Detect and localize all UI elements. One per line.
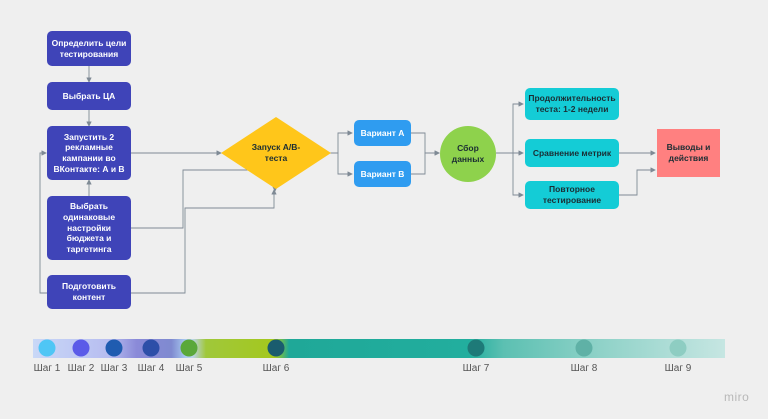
variant-b-node[interactable]: Вариант В bbox=[354, 161, 411, 187]
timeline-dot-1 bbox=[38, 339, 56, 357]
variant-a-node-label: Вариант А bbox=[360, 127, 405, 138]
timeline-dot-7 bbox=[467, 339, 485, 357]
retest-node-label: Повторное тестирование bbox=[542, 184, 602, 205]
timeline-step-label-8: Шаг 8 bbox=[570, 363, 598, 374]
timeline-step-label-7: Шаг 7 bbox=[462, 363, 490, 374]
audience-node-label: Выбрать ЦА bbox=[62, 90, 116, 101]
conclusions-node[interactable]: Выводы и действия bbox=[657, 129, 720, 177]
timeline-dot-5 bbox=[180, 339, 198, 357]
data-collection-node[interactable]: Сбор данных bbox=[440, 126, 496, 182]
goals-node-label: Определить цели тестирования bbox=[51, 37, 127, 59]
variant-a-node[interactable]: Вариант А bbox=[354, 120, 411, 146]
conclusions-node-label: Выводы и действия bbox=[666, 142, 711, 163]
timeline-bar bbox=[33, 339, 725, 358]
timeline-step-label-6: Шаг 6 bbox=[262, 363, 290, 374]
timeline-step-label-4: Шаг 4 bbox=[137, 363, 165, 374]
same-settings-node[interactable]: Выбрать одинаковые настройки бюджета и т… bbox=[47, 196, 131, 260]
timeline-dot-2 bbox=[72, 339, 90, 357]
timeline-step-label-9: Шаг 9 bbox=[664, 363, 692, 374]
duration-node-label: Продолжительность теста: 1-2 недели bbox=[528, 93, 616, 114]
timeline-step-label-3: Шаг 3 bbox=[100, 363, 128, 374]
miro-logo: miro bbox=[724, 390, 750, 404]
timeline-step-label-2: Шаг 2 bbox=[67, 363, 95, 374]
timeline-dot-8 bbox=[575, 339, 593, 357]
content-node-label: Подготовить контент bbox=[61, 281, 117, 302]
content-node[interactable]: Подготовить контент bbox=[47, 275, 131, 309]
timeline-step-label-5: Шаг 5 bbox=[175, 363, 203, 374]
timeline-dot-3 bbox=[105, 339, 123, 357]
ab-launch-label: Запуск А/В-теста bbox=[251, 142, 301, 163]
ab-test-diamond[interactable] bbox=[221, 117, 331, 189]
timeline-dot-4 bbox=[142, 339, 160, 357]
edge-variantb-data bbox=[411, 150, 440, 175]
audience-node[interactable]: Выбрать ЦА bbox=[47, 82, 131, 110]
same-settings-node-label: Выбрать одинаковые настройки бюджета и т… bbox=[62, 201, 116, 254]
goals-node[interactable]: Определить цели тестирования bbox=[47, 31, 131, 66]
duration-node[interactable]: Продолжительность теста: 1-2 недели bbox=[525, 88, 619, 120]
data-collection-node-label: Сбор данных bbox=[451, 143, 485, 164]
variant-b-node-label: Вариант В bbox=[360, 168, 405, 179]
edge-content-ab bbox=[131, 189, 277, 294]
timeline-dot-6 bbox=[267, 339, 285, 357]
compare-metrics-node-label: Сравнение метрик bbox=[532, 147, 612, 158]
edge-retest-conclusions bbox=[619, 167, 656, 196]
launch-campaigns-node-label: Запустить 2 рекламные кампании во ВКонта… bbox=[53, 131, 125, 174]
launch-campaigns-node[interactable]: Запустить 2 рекламные кампании во ВКонта… bbox=[47, 126, 131, 180]
compare-metrics-node[interactable]: Сравнение метрик bbox=[525, 139, 619, 167]
retest-node[interactable]: Повторное тестирование bbox=[525, 181, 619, 209]
edge-data-retest bbox=[496, 152, 524, 198]
timeline-step-label-1: Шаг 1 bbox=[33, 363, 61, 374]
edge-ab-variantb bbox=[330, 152, 353, 177]
edge-content-launch bbox=[39, 150, 48, 294]
timeline-dot-9 bbox=[669, 339, 687, 357]
